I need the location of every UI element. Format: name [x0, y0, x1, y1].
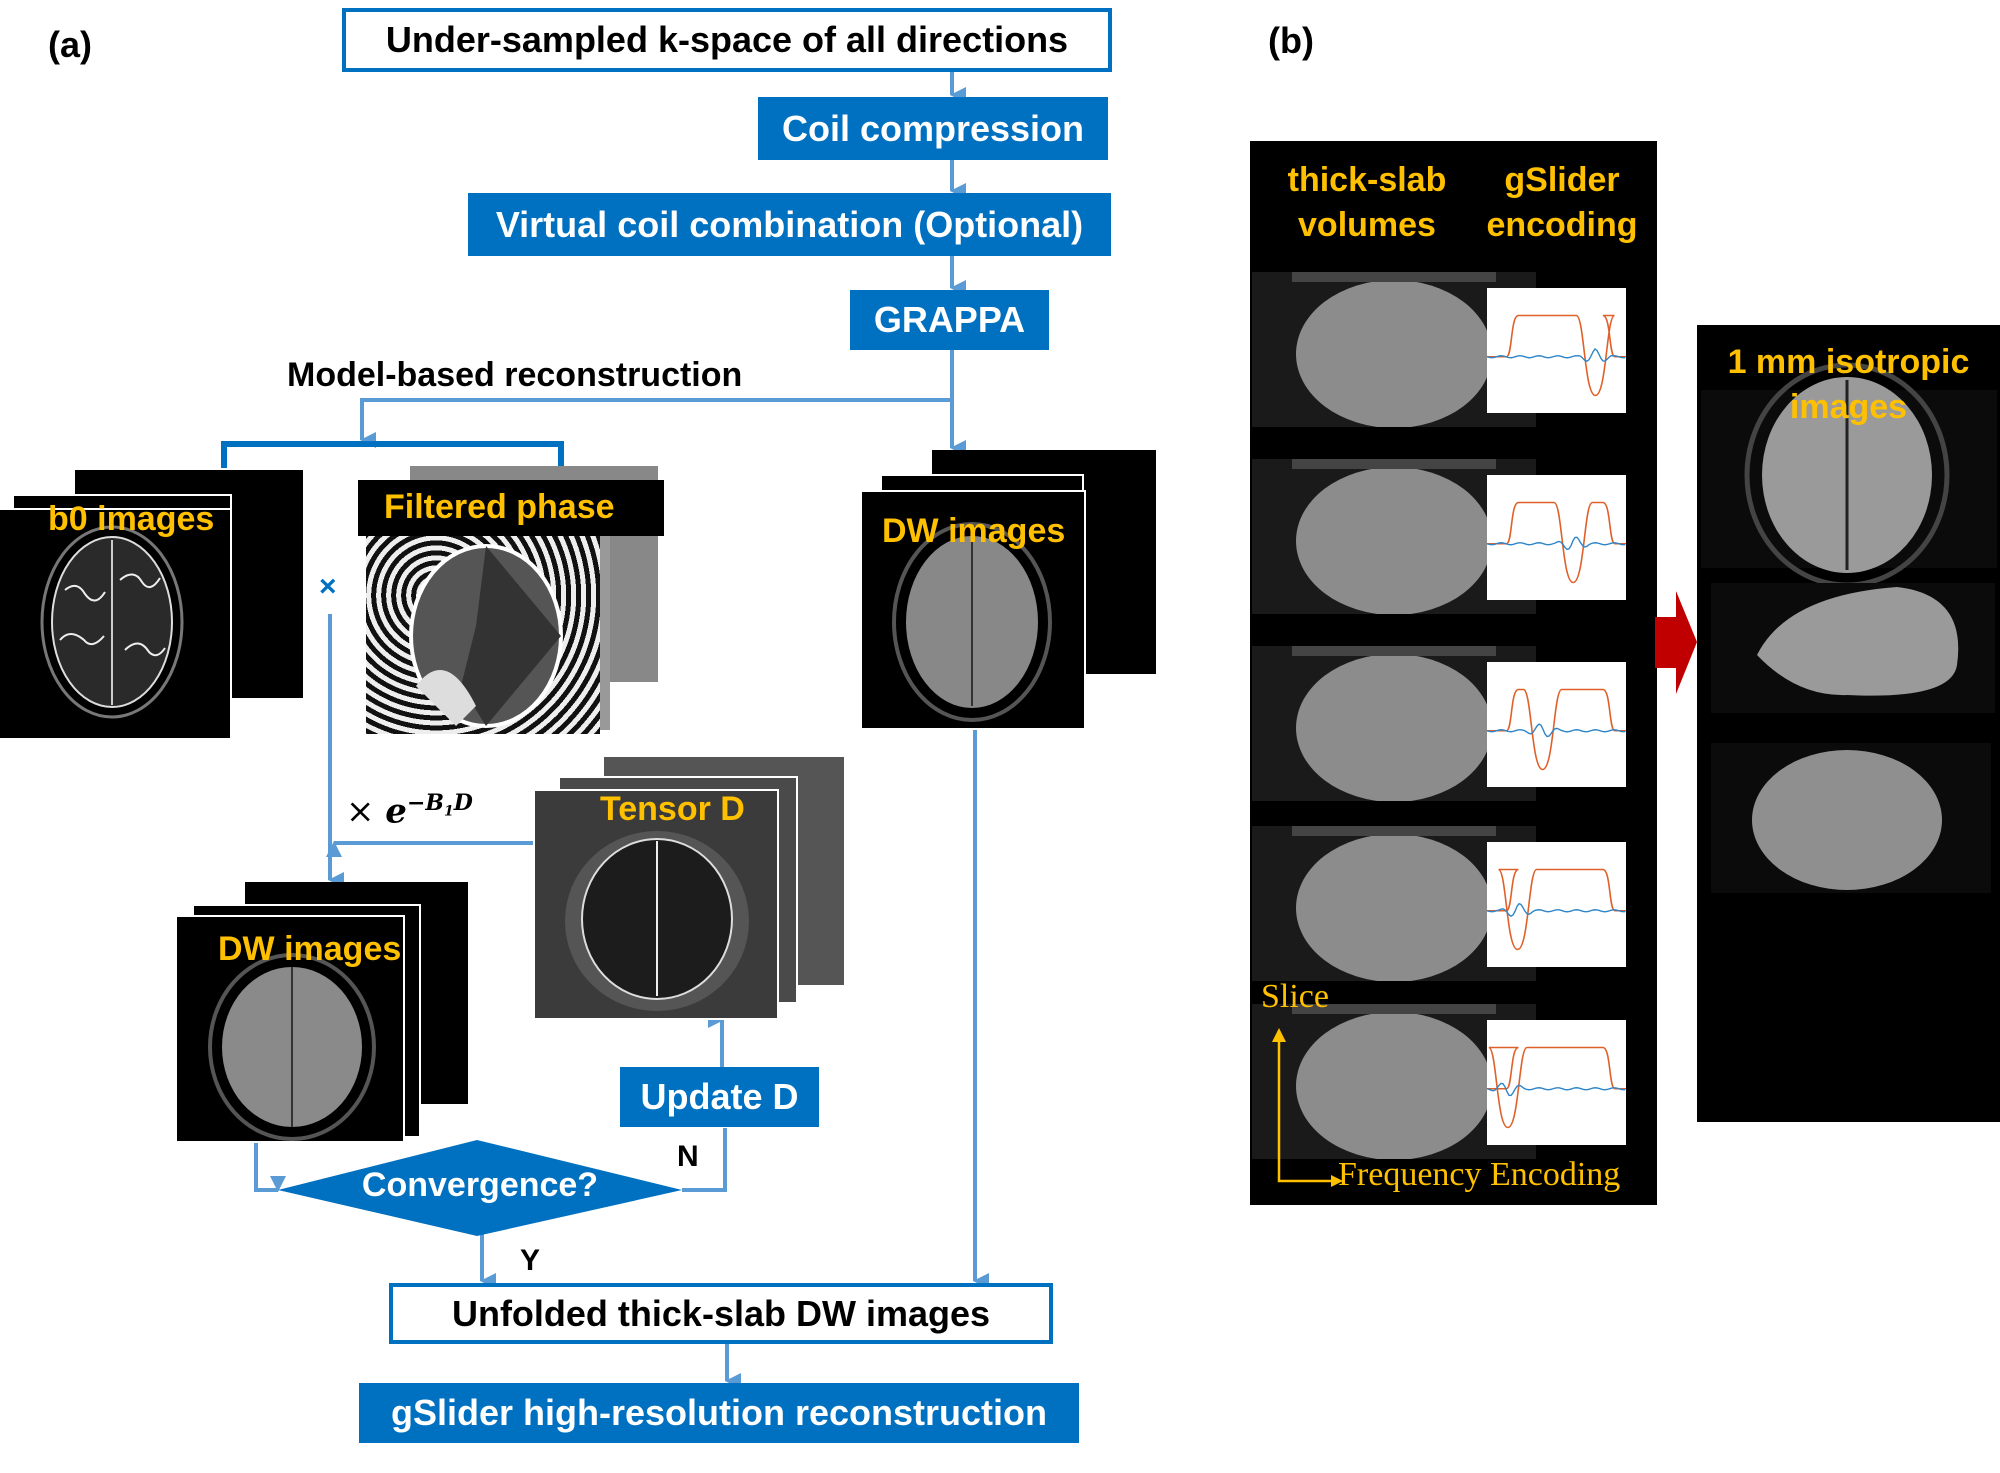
model-term-base: e — [385, 791, 407, 832]
thick-slab-header-line2: volumes — [1298, 206, 1436, 244]
dw-right-stack-front — [860, 490, 1086, 730]
profile-blue-line — [1486, 347, 1626, 362]
dw-right-brain-image — [892, 522, 1052, 722]
b0-stack-front — [0, 508, 232, 740]
convergence-label: Convergence? — [361, 1166, 599, 1204]
tensor-brain-image — [565, 831, 749, 1011]
branch-yes-label: Y — [520, 1244, 541, 1277]
dw-left-stack-front — [175, 915, 405, 1143]
encoding-profile-plot — [1486, 1020, 1626, 1145]
dw-left-label: DW images — [218, 930, 402, 968]
step-grappa: GRAPPA — [850, 290, 1049, 350]
b0-images-label: b0 images — [48, 500, 215, 538]
tensor-d-label: Tensor D — [600, 790, 745, 828]
encoding-profile-plot — [1486, 842, 1626, 967]
profile-orange-line — [1487, 1046, 1626, 1129]
filtered-phase-header — [358, 480, 664, 536]
thick-slab-header: thick-slab volumes — [1262, 158, 1472, 248]
panel-a-label: (a) — [48, 24, 92, 65]
gslider-header-line1: gSlider — [1504, 161, 1620, 199]
model-term-subscript: 1 — [443, 803, 454, 820]
model-term-tail: D — [453, 790, 473, 816]
bracket-b0-phase — [221, 441, 564, 468]
profile-blue-line — [1486, 902, 1626, 917]
dw-left-brain-image — [208, 953, 376, 1141]
model-term: × e−B1D — [346, 790, 473, 831]
branch-no-label: N — [677, 1140, 699, 1173]
coronal-brain — [1752, 750, 1942, 890]
profile-blue-line — [1486, 723, 1626, 738]
gslider-header-line2: encoding — [1486, 206, 1638, 244]
step-gslider-recon: gSlider high-resolution reconstruction — [359, 1383, 1079, 1443]
convergence-diamond — [278, 1140, 682, 1236]
step-virtual-coil: Virtual coil combination (Optional) — [468, 193, 1111, 256]
step-coil-compression: Coil compression — [758, 97, 1108, 160]
gslider-header: gSlider encoding — [1472, 158, 1652, 248]
frequency-axis-label: Frequency Encoding — [1338, 1156, 1621, 1193]
profile-blue-line — [1486, 1082, 1626, 1097]
step-unfolded: Unfolded thick-slab DW images — [389, 1283, 1053, 1344]
phase-stack-front — [366, 536, 600, 734]
profile-blue-line — [1486, 536, 1626, 551]
step-update-d: Update D — [620, 1067, 819, 1127]
panel-b-label: (b) — [1268, 20, 1314, 61]
isotropic-title: 1 mm isotropic images — [1697, 340, 2000, 430]
sagittal-brain — [1757, 587, 1959, 696]
arrow-dwleft-to-convergence — [254, 1141, 286, 1192]
model-term-exponent: −B — [406, 790, 444, 816]
model-term-prefix: × — [346, 791, 386, 832]
b0-brain-image — [40, 525, 184, 719]
encoding-profile-plot — [1486, 288, 1626, 413]
isotropic-images — [1701, 362, 1997, 893]
step-kspace: Under-sampled k-space of all directions — [342, 8, 1112, 72]
encoding-profile-plot — [1486, 475, 1626, 600]
thick-slab-header-line1: thick-slab — [1287, 161, 1447, 199]
phase-map-image — [409, 544, 563, 728]
tensor-stack-front — [533, 789, 779, 1020]
profile-orange-line — [1487, 314, 1626, 397]
dw-right-label: DW images — [882, 512, 1066, 550]
filtered-phase-label: Filtered phase — [384, 488, 615, 526]
model-based-label: Model-based reconstruction — [287, 356, 743, 394]
isotropic-panel — [1697, 325, 2000, 1122]
profile-orange-line — [1487, 688, 1626, 771]
isotropic-title-line2: images — [1789, 388, 1908, 426]
isotropic-title-line1: 1 mm isotropic — [1727, 343, 1970, 381]
multiply-icon: × — [319, 570, 337, 603]
slice-axis-label: Slice — [1261, 978, 1329, 1015]
profile-orange-line — [1487, 501, 1626, 584]
encoding-profile-plot — [1486, 662, 1626, 787]
profile-orange-line — [1487, 868, 1626, 951]
arrow-grappa-to-model — [360, 398, 952, 448]
arrow-convergence-to-update — [682, 1128, 727, 1192]
